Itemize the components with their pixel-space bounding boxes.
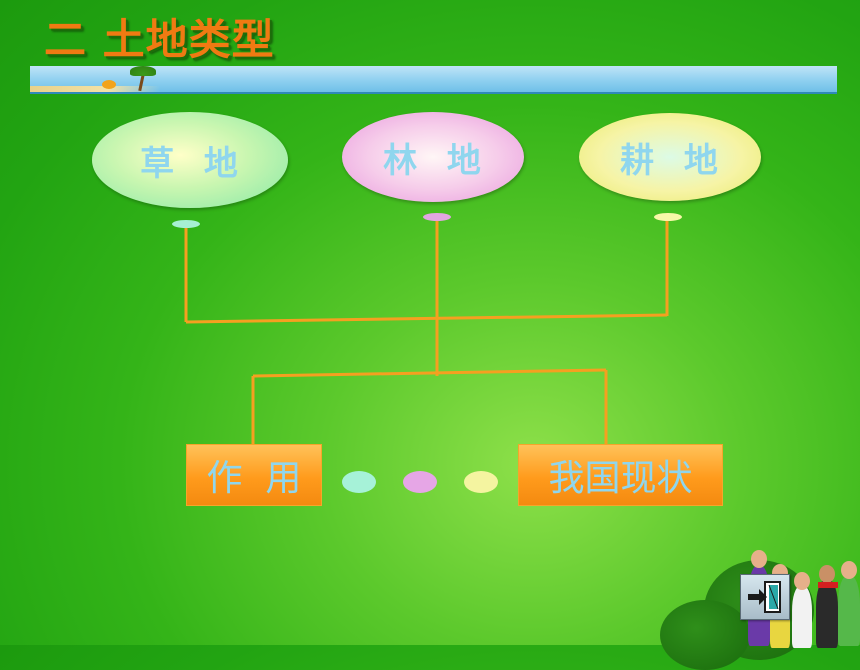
person-head <box>841 561 857 579</box>
function-box: 作 用 <box>186 444 322 506</box>
banner-sand <box>30 86 160 92</box>
exit-button[interactable] <box>740 574 790 620</box>
category-farmland: 耕 地 <box>579 113 761 201</box>
person-head <box>794 572 810 590</box>
sun-icon <box>102 80 116 89</box>
node-dot-forestland <box>423 213 451 221</box>
function-box-label: 作 用 <box>206 458 302 499</box>
ellipsis-dot-yellow <box>464 471 498 493</box>
ellipsis-dot-pink <box>403 471 437 493</box>
tree-decoration-small <box>660 600 750 670</box>
category-forestland-label: 林 地 <box>383 140 483 181</box>
status-box-label: 我国现状 <box>548 458 693 499</box>
exit-door-icon <box>748 581 781 613</box>
person-figure <box>792 586 812 648</box>
scarf-decoration <box>818 582 838 588</box>
person-head <box>819 565 835 583</box>
person-head <box>751 550 767 568</box>
ellipsis-dot-green <box>342 471 376 493</box>
node-dot-grassland <box>172 220 200 228</box>
category-forestland: 林 地 <box>342 112 524 202</box>
connector-top-bar <box>185 313 668 324</box>
decorative-banner <box>30 66 837 94</box>
palm-leaves-icon <box>130 66 156 76</box>
connector-bottom-bar <box>252 368 607 378</box>
page-title: 二 土地类型 <box>44 15 275 64</box>
person-figure <box>816 580 838 648</box>
status-box: 我国现状 <box>518 444 723 506</box>
node-dot-farmland <box>654 213 682 221</box>
category-grassland: 草 地 <box>92 112 288 208</box>
category-farmland-label: 耕 地 <box>620 140 720 181</box>
connector-lines <box>184 219 669 446</box>
category-grassland-label: 草 地 <box>140 143 240 184</box>
person-figure <box>838 576 860 646</box>
